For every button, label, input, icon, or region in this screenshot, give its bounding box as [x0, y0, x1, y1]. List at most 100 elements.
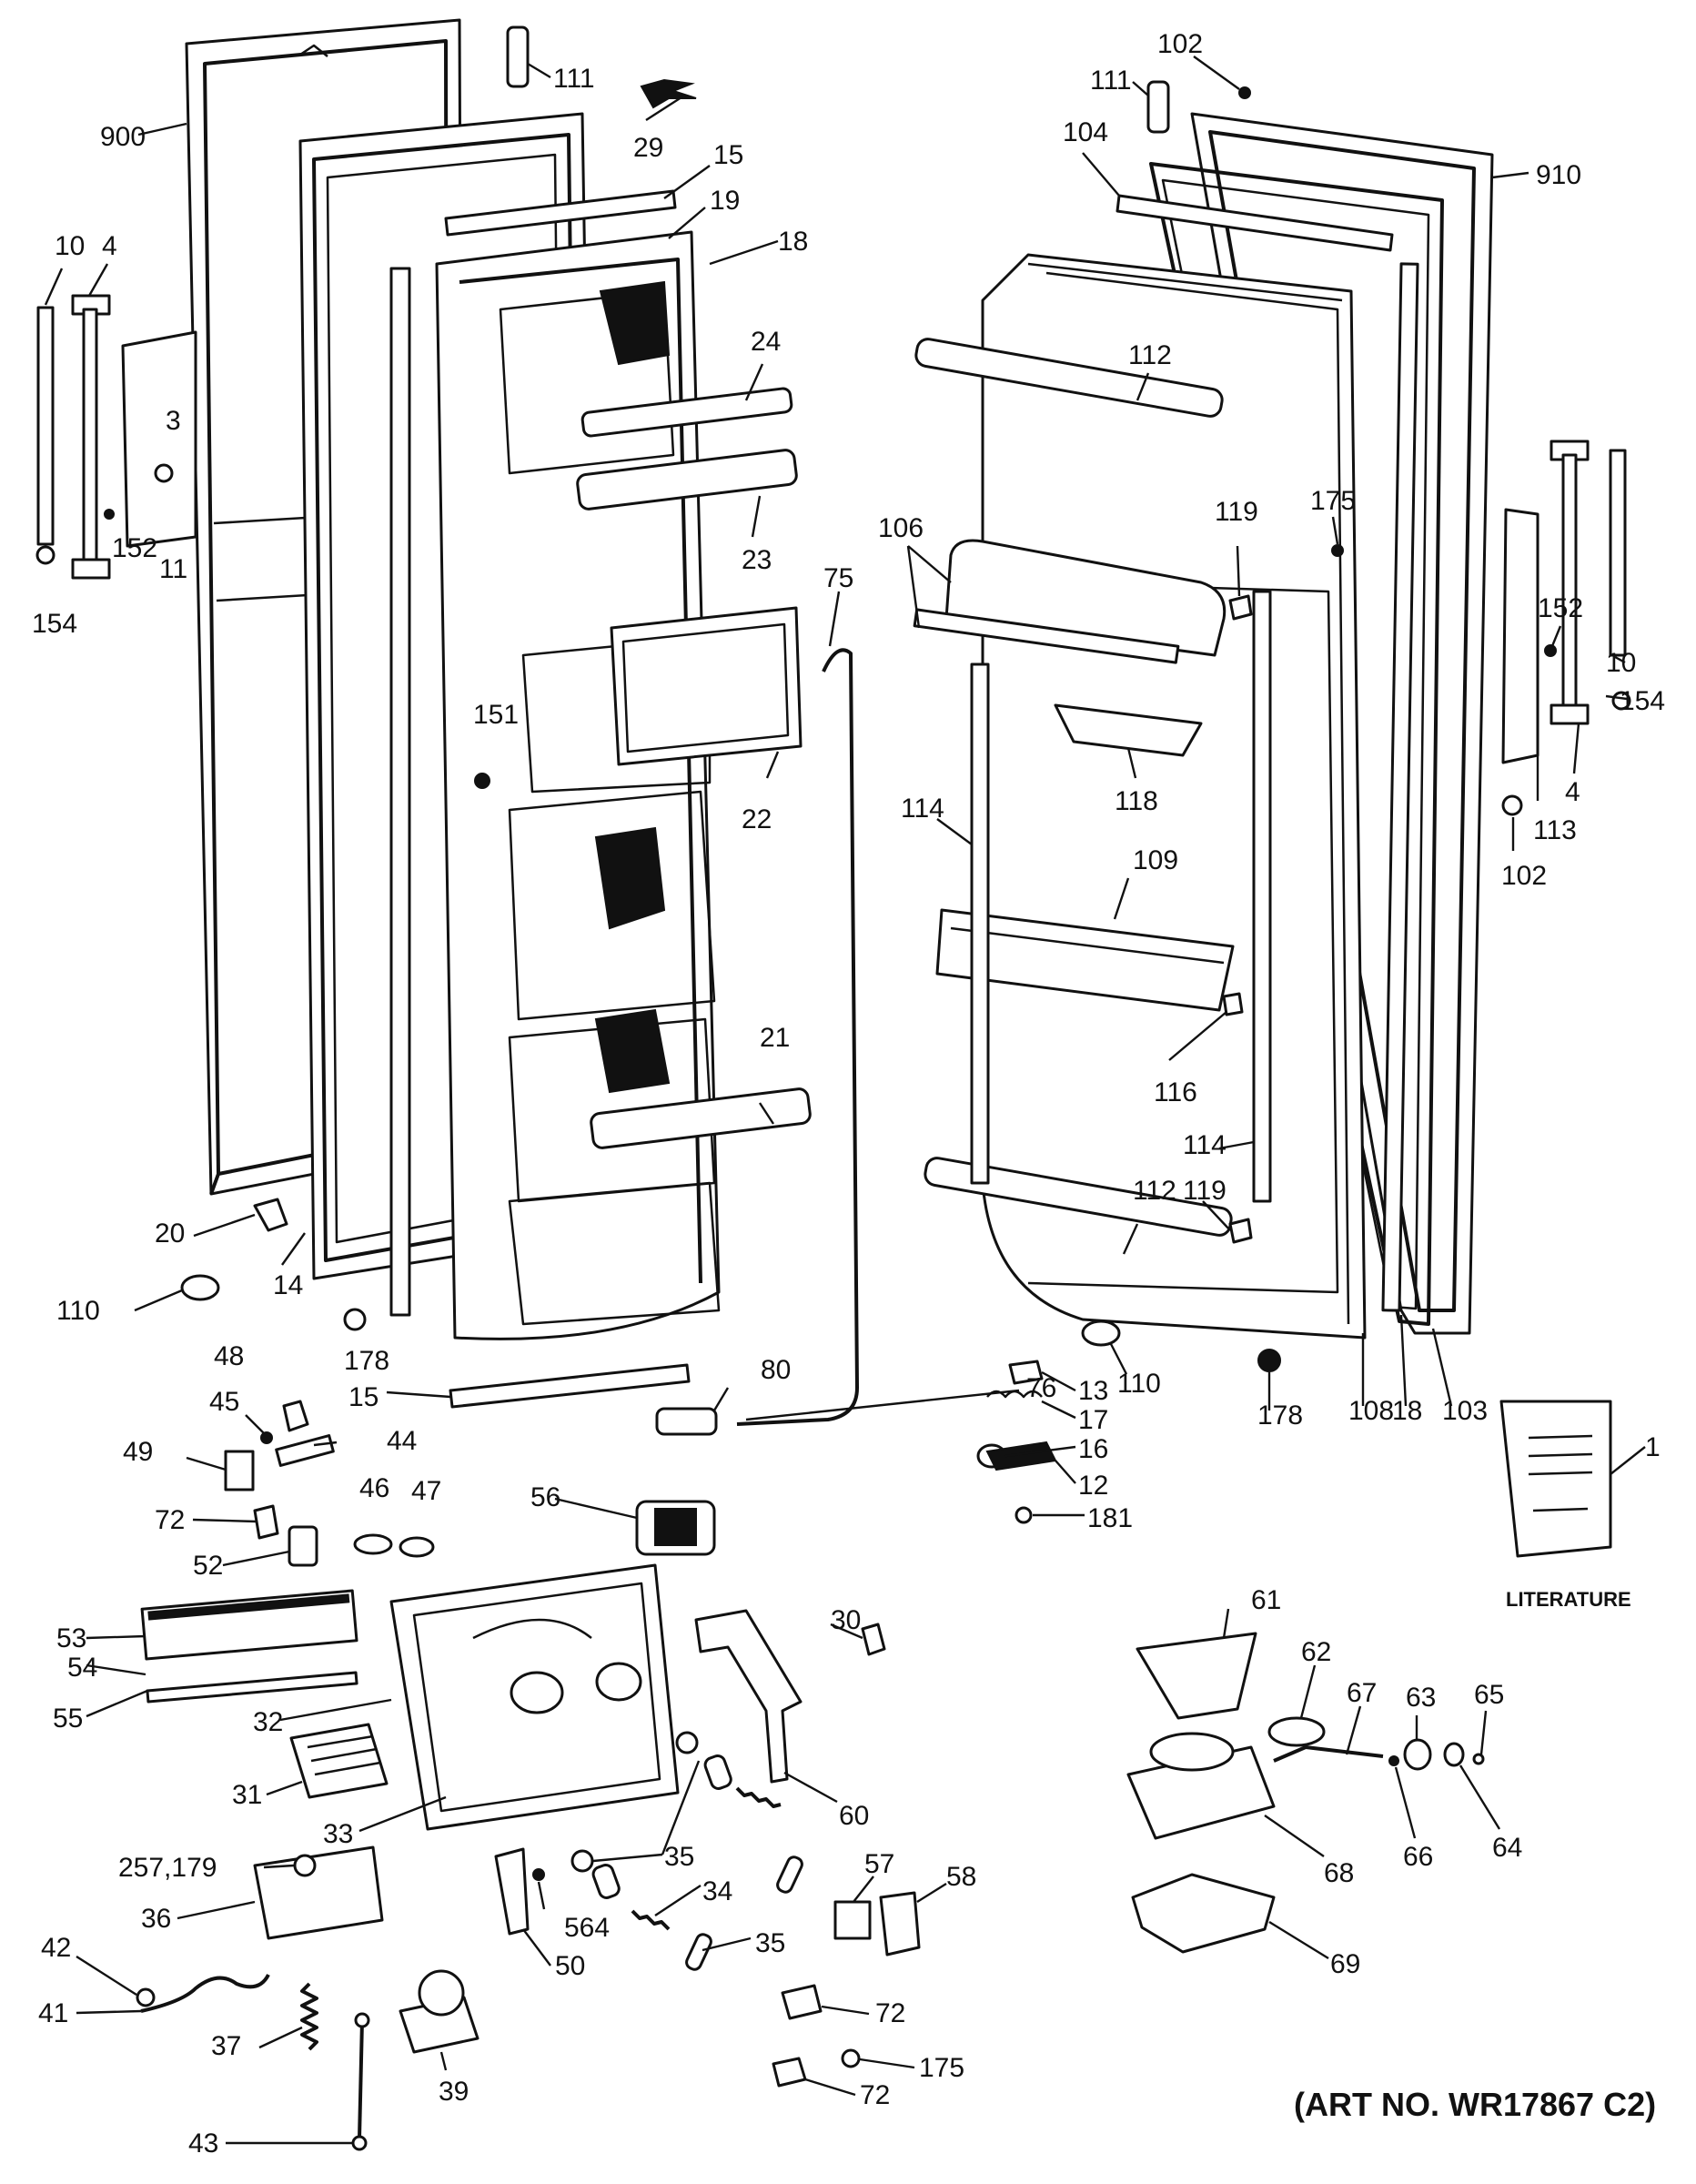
part-65 [1472, 1753, 1485, 1765]
shelf-bar-21 [590, 1087, 812, 1149]
label-110-left: 110 [56, 1296, 100, 1326]
switch-39 [399, 1969, 480, 2054]
part-72-a [253, 1504, 279, 1540]
ice-chute-group [1126, 1632, 1485, 1954]
screw-154-left [35, 545, 56, 565]
label-1: 1 [1645, 1432, 1661, 1462]
label-21: 21 [760, 1023, 790, 1053]
label-114-left: 114 [901, 794, 944, 824]
dispenser-panel-22 [610, 606, 803, 766]
label-35-a: 35 [664, 1842, 694, 1872]
label-64: 64 [1492, 1833, 1522, 1863]
cover-69 [1131, 1873, 1276, 1954]
label-41: 41 [38, 1998, 68, 2028]
left-door-group [35, 18, 812, 1409]
label-152-right: 152 [1538, 593, 1583, 623]
screw-3 [154, 463, 174, 483]
label-154-left: 154 [32, 609, 77, 639]
label-47: 47 [411, 1476, 441, 1506]
label-108: 108 [1348, 1396, 1394, 1426]
label-118: 118 [1115, 786, 1158, 816]
label-103: 103 [1442, 1396, 1488, 1426]
part-35-c [570, 1849, 594, 1873]
label-900: 900 [100, 122, 146, 152]
spring-34 [631, 1909, 671, 1931]
part-72-c [772, 2057, 807, 2088]
label-181: 181 [1087, 1503, 1133, 1533]
label-257-179: 257,179 [118, 1853, 217, 1883]
bracket-60 [694, 1609, 803, 1784]
rail-114-right [1252, 590, 1272, 1203]
label-36: 36 [141, 1904, 171, 1934]
label-24: 24 [751, 327, 781, 357]
label-58: 58 [946, 1862, 976, 1892]
part-72-b [781, 1984, 823, 2020]
part-42 [136, 1987, 156, 2007]
dispenser-assembly-group [136, 648, 921, 2151]
label-102-right: 102 [1501, 861, 1547, 891]
label-54: 54 [67, 1653, 97, 1683]
label-910: 910 [1536, 160, 1581, 190]
bracket-36 [253, 1845, 384, 1940]
label-49: 49 [123, 1437, 153, 1467]
label-16: 16 [1078, 1434, 1108, 1464]
part-63 [1403, 1738, 1432, 1771]
label-10-right: 10 [1606, 648, 1636, 678]
screw-181 [1015, 1506, 1033, 1524]
label-112-top: 112 [1128, 340, 1172, 370]
dairy-bin-106 [913, 539, 1227, 664]
label-154-right: 154 [1620, 686, 1665, 716]
label-15-bottom: 15 [348, 1382, 379, 1412]
clip-116 [1222, 992, 1244, 1016]
label-53: 53 [56, 1623, 86, 1653]
label-62: 62 [1301, 1637, 1331, 1667]
label-33: 33 [323, 1819, 353, 1849]
part-35-a [675, 1731, 699, 1754]
label-39: 39 [439, 2077, 469, 2107]
label-110-right: 110 [1117, 1369, 1161, 1399]
label-15-top: 15 [713, 140, 743, 170]
part-30 [861, 1623, 886, 1656]
part-48 [282, 1400, 309, 1432]
spring-34-top [735, 1786, 782, 1808]
handle-trim-10 [36, 306, 55, 546]
label-30: 30 [831, 1605, 861, 1635]
screw-152-right [1544, 644, 1557, 657]
label-20: 20 [155, 1218, 185, 1249]
label-50: 50 [555, 1951, 585, 1981]
label-17: 17 [1078, 1405, 1108, 1435]
spring-37 [300, 1982, 318, 2051]
label-111-left: 111 [553, 64, 595, 94]
label-151: 151 [473, 700, 519, 730]
door-cap-15-top [444, 189, 677, 237]
rod-43 [358, 2019, 364, 2139]
label-61: 61 [1251, 1585, 1281, 1615]
label-80: 80 [761, 1355, 791, 1385]
part-46 [353, 1533, 393, 1555]
housing-68 [1126, 1732, 1276, 1840]
label-22: 22 [742, 804, 772, 834]
label-75: 75 [823, 563, 853, 593]
label-18-left: 18 [778, 227, 808, 257]
label-57: 57 [864, 1849, 894, 1879]
label-175-bottom: 175 [919, 2053, 964, 2083]
label-72-b: 72 [875, 1998, 905, 2028]
label-4-left: 4 [102, 231, 117, 261]
rail-114-left [970, 662, 990, 1185]
label-65: 65 [1474, 1680, 1504, 1710]
door-liner-19 [435, 230, 721, 1340]
label-109: 109 [1133, 845, 1178, 875]
nut-102-right [1501, 794, 1523, 816]
label-10-left: 10 [55, 231, 85, 261]
fitting-80 [655, 1407, 718, 1436]
label-76: 76 [1026, 1373, 1056, 1403]
hinge-13 [1008, 1360, 1044, 1385]
label-60: 60 [839, 1801, 869, 1831]
nut-178-right [1257, 1349, 1281, 1372]
bracket-50 [494, 1847, 530, 1936]
door-cap-15-bottom [449, 1363, 691, 1409]
screw-175-bottom [841, 2048, 861, 2068]
label-114-right: 114 [1183, 1130, 1227, 1160]
shelf-bar-112-top [914, 338, 1224, 418]
